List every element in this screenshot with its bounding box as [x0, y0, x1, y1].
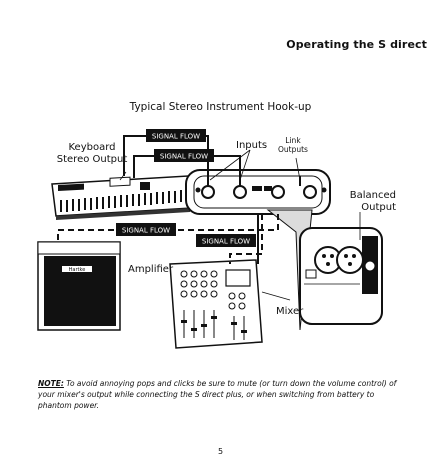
note-prefix: NOTE:: [38, 379, 64, 388]
label-balanced-output: Balanced Output: [349, 190, 396, 213]
page-header-title: Operating the S direct: [286, 38, 427, 51]
amp-brand-text: Hartke: [69, 267, 86, 273]
label-amplifier: Amplifier: [128, 264, 174, 275]
hookup-diagram: Hartke: [0, 120, 441, 375]
label-inputs: Inputs: [236, 140, 268, 151]
signal-flow-tag-1: SIGNAL FLOW: [146, 129, 206, 142]
label-keyboard: Keyboard Stereo Output: [56, 142, 128, 165]
amplifier-illustration: Hartke: [37, 241, 121, 331]
signal-flow-text-2: SIGNAL FLOW: [160, 153, 208, 161]
label-mixer: Mixer: [276, 306, 304, 317]
page-number: 5: [217, 447, 224, 456]
signal-flow-tag-4: SIGNAL FLOW: [196, 234, 256, 247]
hookup-diagram-svg: Hartke: [37, 129, 383, 349]
signal-flow-tag-2: SIGNAL FLOW: [154, 149, 214, 162]
note-text: To avoid annoying pops and clicks be sur…: [38, 379, 397, 410]
note-paragraph: NOTE: To avoid annoying pops and clicks …: [38, 378, 410, 411]
xlr-panel-closeup: [299, 227, 383, 325]
mixer-illustration: [169, 259, 263, 349]
signal-flow-text-3: SIGNAL FLOW: [122, 227, 170, 235]
figure-title: Typical Stereo Instrument Hook-up: [129, 101, 312, 113]
keyboard-illustration: [51, 175, 193, 220]
label-link-outputs: Link Outputs: [278, 136, 308, 154]
signal-flow-text-1: SIGNAL FLOW: [152, 133, 200, 141]
s-direct-box: [185, 169, 331, 215]
signal-flow-tag-3: SIGNAL FLOW: [116, 223, 176, 236]
signal-flow-text-4: SIGNAL FLOW: [202, 238, 250, 246]
